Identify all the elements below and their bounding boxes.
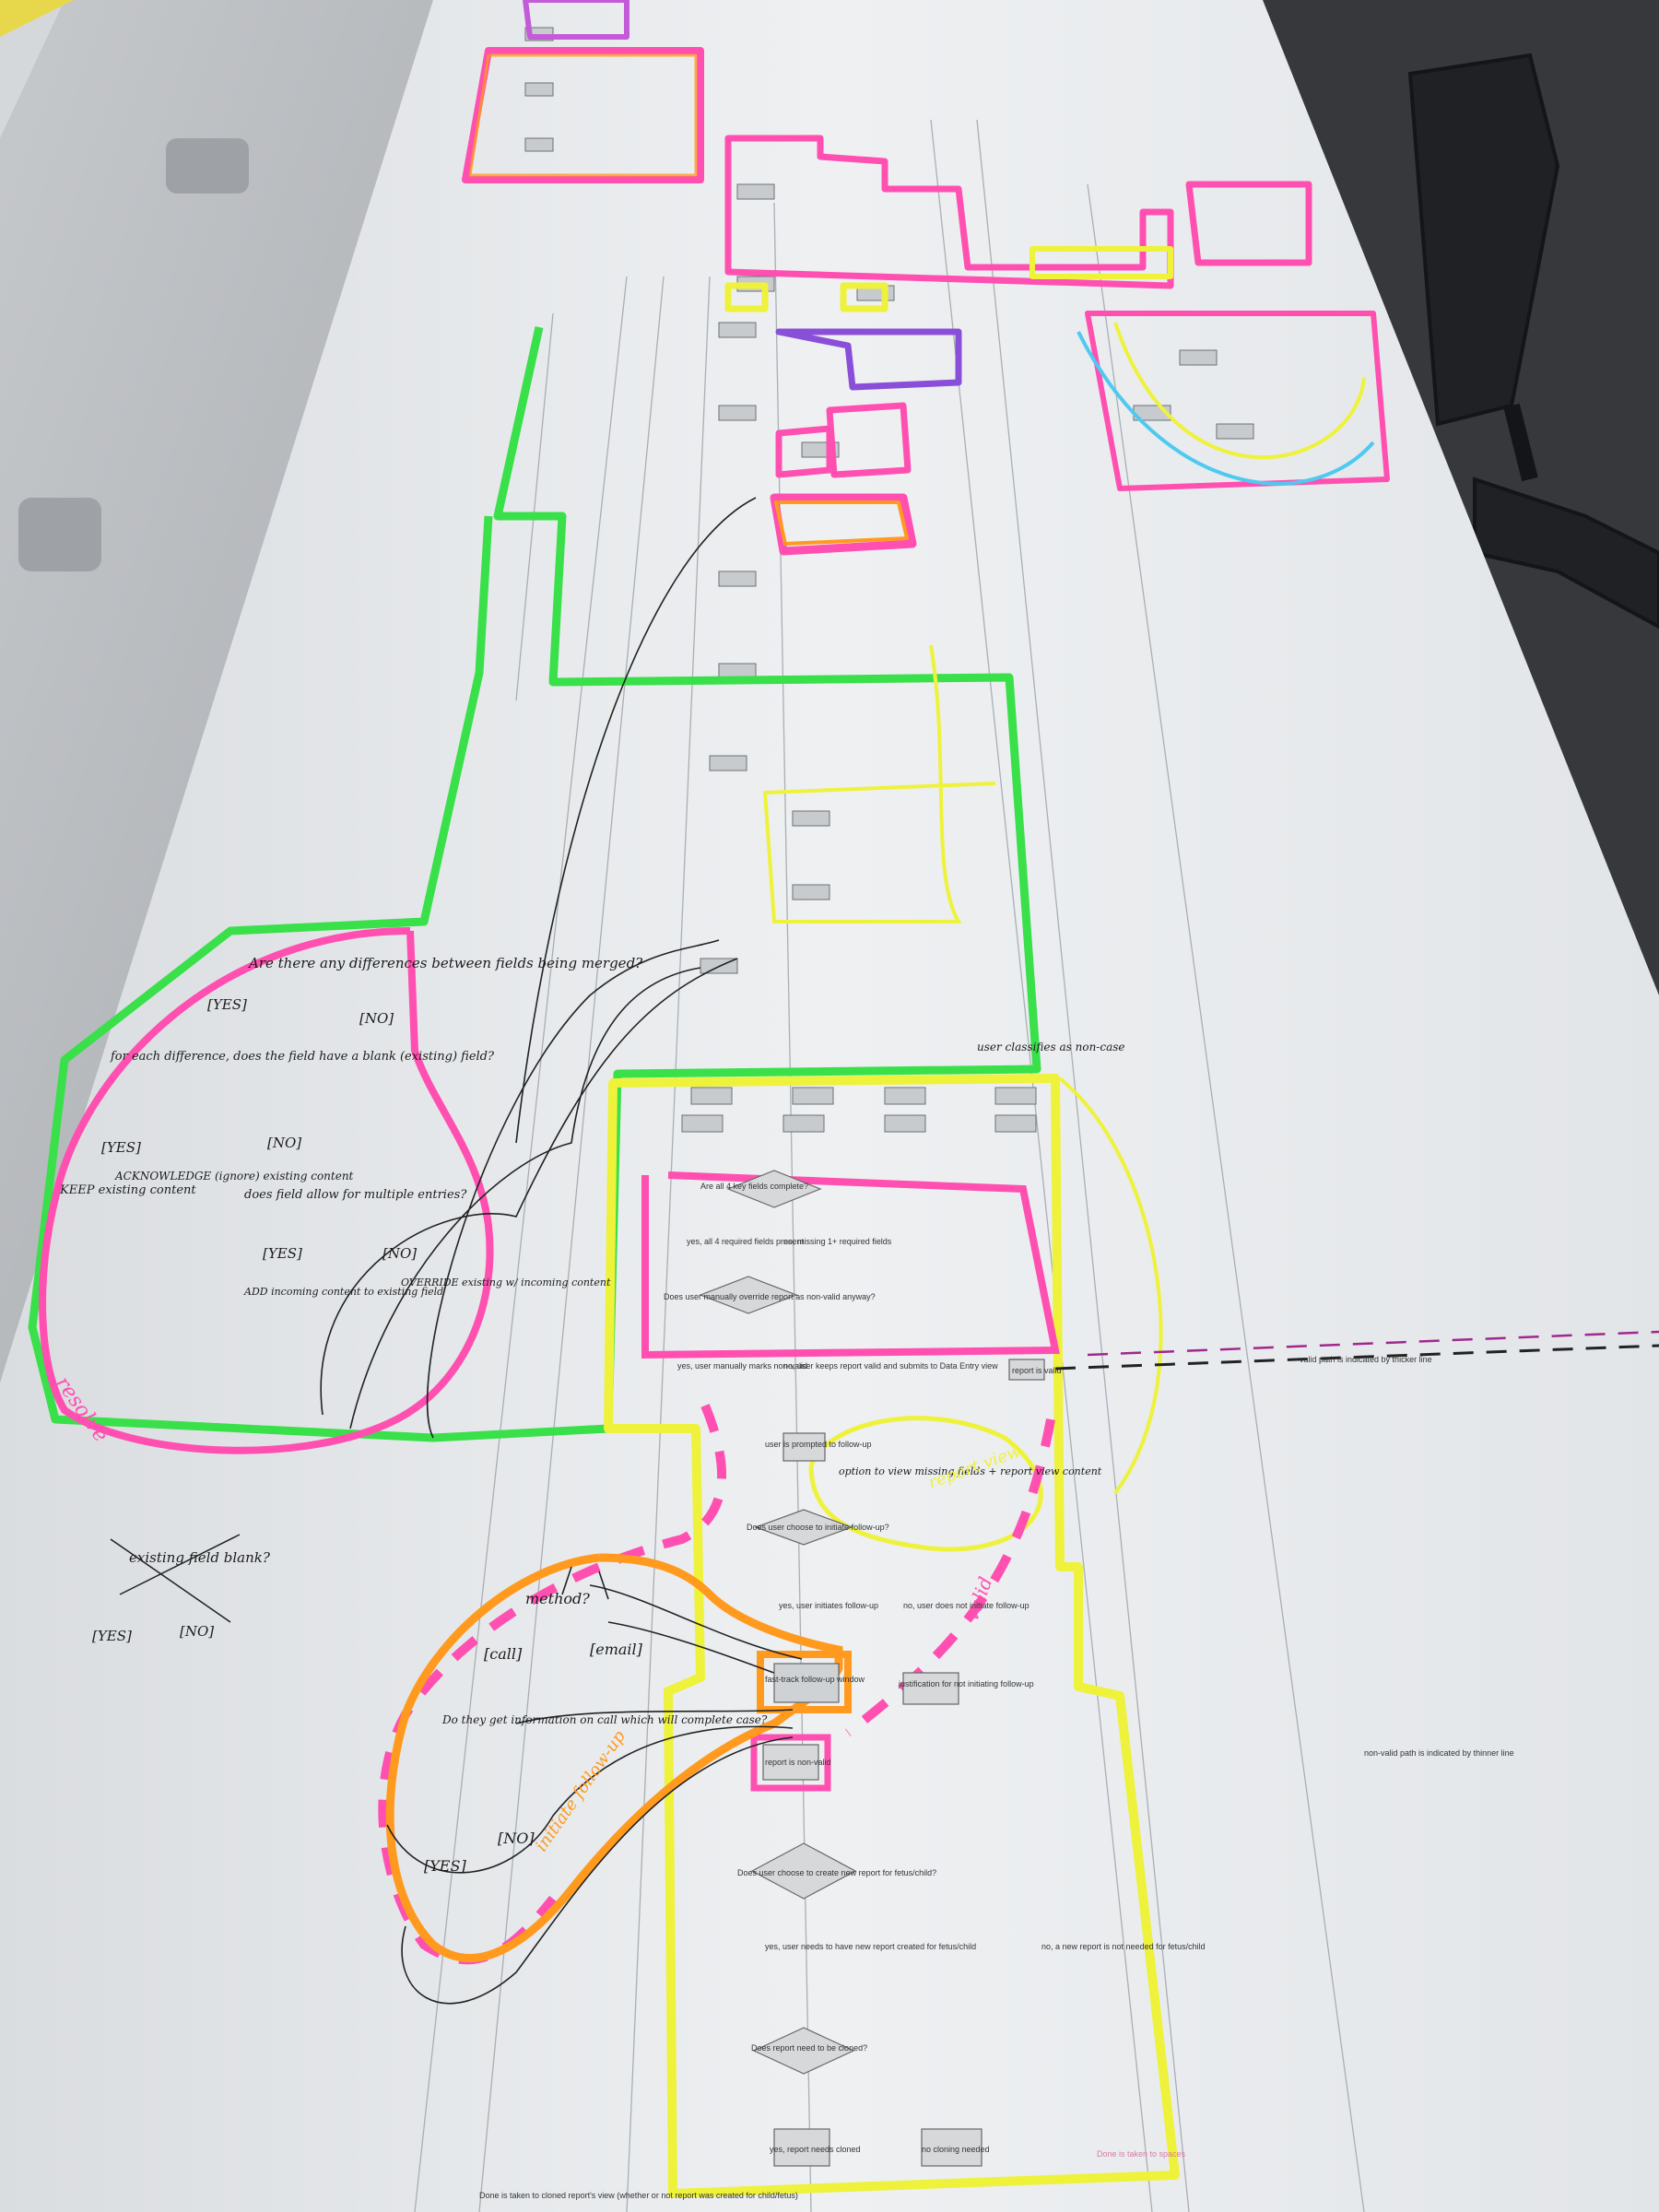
- hw-cross-a: [110, 1538, 231, 1623]
- hw-override: OVERRIDE existing w/ incoming content: [401, 1277, 611, 1288]
- pt-valid-report: report is valid: [1012, 1366, 1062, 1375]
- hw-method: method?: [525, 1590, 590, 1607]
- dashed-timeline-black: [1054, 1344, 1659, 1371]
- pt-initiate-q: Does user choose to initiate follow-up?: [747, 1523, 889, 1532]
- hw-call: [call]: [484, 1645, 523, 1663]
- pt-no-clone: no cloning needed: [922, 2145, 990, 2154]
- pt-prompted: user is prompted to follow-up: [765, 1440, 872, 1449]
- hw-crossed-question: existing field blank?: [129, 1549, 271, 1566]
- hw-yes-2: [YES]: [101, 1139, 141, 1156]
- pink-resolve-loop: [39, 927, 494, 1454]
- hw-yes-3: [YES]: [263, 1245, 302, 1262]
- hw-for-each: for each difference, does the field have…: [110, 1050, 495, 1064]
- dashed-timeline-purple: [1087, 1330, 1659, 1357]
- pt-new-q: Does user choose to create new report fo…: [737, 1868, 936, 1877]
- pt-user-req: yes, all 4 required fields present: [687, 1237, 805, 1246]
- yellow-arc-right: [1058, 1077, 1163, 1495]
- pt-no-follow: no, user does not initiate follow-up: [903, 1601, 1030, 1610]
- hw-keep: KEEP existing content: [59, 1183, 196, 1197]
- hw-email: [email]: [590, 1641, 643, 1658]
- hw-yes-1: [YES]: [207, 996, 247, 1013]
- office-chair: [1407, 53, 1659, 629]
- hw-yes-crossed: [YES]: [92, 1628, 132, 1644]
- orange-method-loop: [385, 1553, 843, 1962]
- pt-done-cloned: Done is taken to cloned report's view (w…: [479, 2191, 798, 2200]
- pt-fast-track: fast-track follow-up window: [765, 1675, 865, 1684]
- hw-add: ADD incoming content to existing field: [243, 1286, 443, 1298]
- pt-yes-manual: yes, user manually marks non-valid: [677, 1361, 807, 1371]
- pt-yes-clone: yes, report needs cloned: [770, 2145, 861, 2154]
- pink-inner-box: [641, 1171, 1060, 1359]
- pt-no-new: no, a new report is not needed for fetus…: [1041, 1942, 1206, 1951]
- hw-classified: user classifies as non-case: [977, 1041, 1124, 1053]
- yellow-arc-mid: [762, 644, 996, 924]
- hw-option: option to view missing fields + report v…: [839, 1465, 1102, 1477]
- hw-no-call: [NO]: [498, 1830, 535, 1847]
- pt-override: Does user manually override report as no…: [664, 1292, 876, 1301]
- pt-done-pink: Done is taken to spaces: [1097, 2149, 1186, 2159]
- pt-no-missing: no, missing 1+ required fields: [783, 1237, 892, 1246]
- hw-no-1: [NO]: [359, 1010, 394, 1027]
- yellow-report-view-loop: [808, 1416, 1043, 1552]
- green-outline: [28, 326, 1041, 1442]
- pt-yes-new: yes, user needs to have new report creat…: [765, 1942, 976, 1951]
- pt-valid-path: valid path is indicated by thicker line: [1300, 1355, 1432, 1364]
- pen-connectors: [320, 497, 812, 2005]
- hw-yes-call: [YES]: [424, 1857, 466, 1875]
- hw-acknowledge: ACKNOWLEDGE (ignore) existing content: [114, 1170, 354, 1182]
- hw-call-question: Do they get information on call which wi…: [441, 1713, 768, 1726]
- pink-dashed-arc: [378, 1404, 1055, 1965]
- hw-cross-b: [119, 1534, 241, 1595]
- hw-no-crossed: [NO]: [180, 1623, 214, 1640]
- pt-no-remains: no, user keeps report valid and submits …: [783, 1361, 998, 1371]
- pt-nonvalid-path: non-valid path is indicated by thinner l…: [1364, 1748, 1514, 1758]
- highlighter-outlines-top: [462, 0, 1390, 556]
- pt-blanks: Are all 4 key fields complete?: [700, 1182, 808, 1191]
- hw-differences-question: Are there any differences between fields…: [247, 955, 643, 971]
- printed-flow-shapes: [699, 1170, 1045, 2167]
- pt-justification: justification for not initiating follow-…: [898, 1679, 1034, 1688]
- pt-cloned-q: Does report need to be cloned?: [751, 2043, 867, 2053]
- yellow-outline: [604, 1074, 1180, 2198]
- pt-non-valid: report is non-valid: [765, 1758, 831, 1767]
- hw-no-2: [NO]: [267, 1135, 301, 1151]
- hw-multiple-question: does field allow for multiple entries?: [244, 1188, 467, 1202]
- pt-yes-follow: yes, user initiates follow-up: [779, 1601, 878, 1610]
- orange-fast-track-box: [757, 1651, 852, 1713]
- hw-no-3: [NO]: [382, 1245, 417, 1262]
